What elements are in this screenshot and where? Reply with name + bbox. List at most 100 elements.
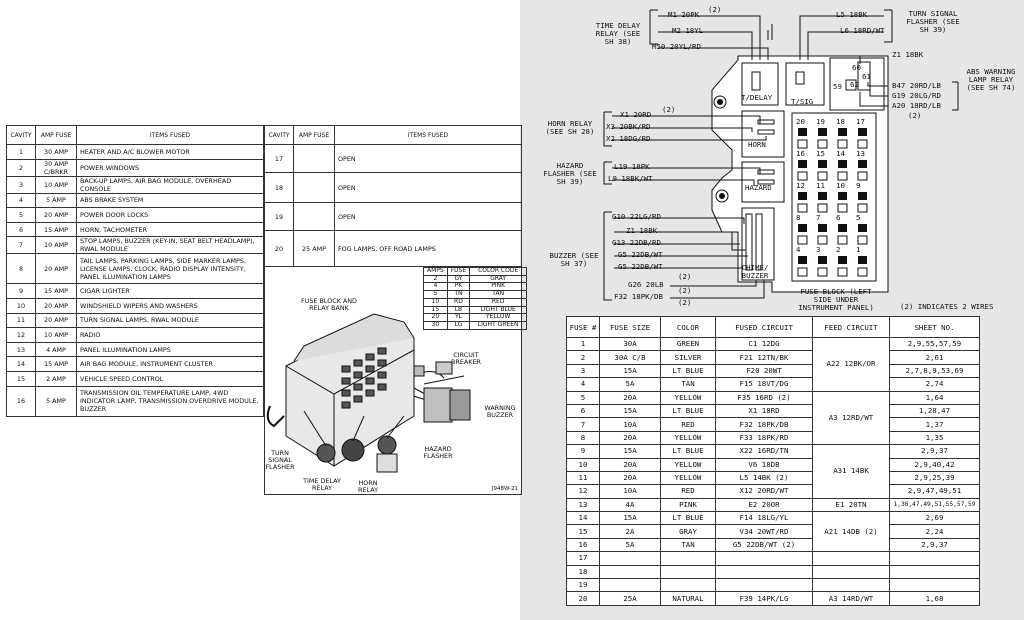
header-items-fused: ITEMS FUSED	[76, 125, 264, 145]
sheet-number: 1,28,47	[889, 403, 980, 419]
items-fused: TRANSMISSION OIL TEMPERATURE LAMP, 4WD I…	[76, 385, 264, 417]
fuse-size-header: FUSE SIZE	[599, 316, 661, 338]
fuse-color: YELLOW	[660, 430, 716, 446]
hazard-flasher-label: HAZARD FLASHER	[423, 445, 453, 460]
items-fused: OPEN	[334, 202, 522, 231]
fuse-number: 18	[566, 564, 600, 580]
fuse-color: LT BLUE	[660, 403, 716, 419]
wire-m1-count: (2)	[708, 5, 722, 14]
sheet-number: 2,9,47,49,51	[889, 484, 980, 499]
wire-x3: X3 20BK/RD	[606, 122, 651, 131]
fuse-number: 11	[566, 470, 600, 486]
wire-f32: F32 18PK/DB	[614, 292, 663, 301]
fuse-number: 14	[566, 511, 600, 526]
feed-circuit	[812, 551, 890, 566]
wire-a20: A20 18RD/LB	[892, 101, 941, 110]
fuse-slot-number: 8	[796, 213, 801, 222]
fuse-number: 12	[566, 484, 600, 499]
fused-circuit: V6 18DB	[715, 457, 813, 472]
fused-circuit: X1 18RD	[715, 403, 813, 419]
fused-circuit: L5 14BK (2)	[715, 470, 813, 486]
fuse-size: 15A	[599, 403, 661, 419]
fuse-number: 8	[566, 430, 600, 446]
fused-circuit: X22 16RD/TN	[715, 444, 813, 459]
warning-buzzer-label: WARNING BUZZER	[484, 404, 516, 419]
fuse-number: 16	[566, 537, 600, 553]
fuse-slot-number: 7	[816, 213, 821, 222]
fused-circuit: F14 18LG/YL	[715, 511, 813, 526]
feed-circuit: A3 12RD/WT	[812, 390, 890, 446]
fuse-block-wiring-diagram	[603, 9, 959, 301]
fused-circuit: F35 16RD (2)	[715, 390, 813, 405]
cavity-number: 3	[6, 175, 36, 194]
slot-label-hazard: HAZARD	[745, 183, 772, 192]
fuse-slot-number: 2	[836, 245, 841, 254]
fused-circuit	[715, 551, 813, 566]
sheet-number: 2,7,8,9,53,69	[889, 363, 980, 379]
fused-circuit: E2 20OR	[715, 497, 813, 513]
fuse-slot-number: 17	[856, 117, 865, 126]
fuse-slot-number: 14	[836, 149, 845, 158]
feed-circuit: E1 20TN	[812, 497, 890, 513]
fused-circuit: F33 18PK/RD	[715, 430, 813, 446]
slot-label-horn: HORN	[748, 140, 766, 149]
fuse-color: RED	[660, 484, 716, 499]
relay-pin-61: 61	[862, 72, 871, 81]
feed-circuit: A3 14RD/WT	[812, 591, 890, 606]
amp-rating: 4 AMP	[35, 341, 77, 358]
fuse-size: 5A	[599, 377, 661, 392]
fuse-color	[660, 551, 716, 566]
amp-rating	[293, 202, 335, 231]
fuse-slot-number: 11	[816, 181, 825, 190]
fused-circuit	[715, 564, 813, 580]
abs-warning-relay-ref: ABS WARNING LAMP RELAY (SEE SH 74)	[966, 67, 1016, 92]
sheet-number: 1,68	[889, 591, 980, 606]
fuse-size: 20A	[599, 457, 661, 472]
cavity-number: 16	[6, 385, 36, 417]
fuse-size: 20A	[599, 470, 661, 486]
amp-rating: 2 AMP	[35, 370, 77, 387]
items-fused: TAIL LAMPS, PARKING LAMPS, SIDE MARKER L…	[76, 253, 264, 285]
wire-x1: X1 20RD	[620, 110, 652, 119]
fuse-size: 15A	[599, 444, 661, 459]
indicates-two-wires-note: (2) INDICATES 2 WIRES	[900, 302, 994, 311]
cavity-number: 14	[6, 356, 36, 372]
amp-rating: 15 AMP	[35, 356, 77, 372]
fuse-color: TAN	[660, 377, 716, 392]
fuse-color: YELLOW	[660, 390, 716, 405]
color-header: COLOR	[660, 316, 716, 338]
fuse-color: LT BLUE	[660, 363, 716, 379]
fuse-size: 20A	[599, 390, 661, 405]
relay-pin-60: 60	[852, 63, 861, 72]
sheet-number	[889, 564, 980, 580]
fuse-color: RED	[660, 417, 716, 432]
fuse-number: 9	[566, 444, 600, 459]
wire-m50: M50 20YL/RD	[652, 42, 701, 51]
color-code-cell: LIGHT GREEN	[469, 320, 528, 330]
wire-g26-count: (2)	[678, 286, 692, 295]
horn-relay-ref: HORN RELAY (SEE SH 28)	[545, 119, 595, 136]
fuse-slot-number: 15	[816, 149, 825, 158]
fuse-color: YELLOW	[660, 470, 716, 486]
cavity-number: 12	[6, 327, 36, 343]
fuse-size: 30A	[599, 336, 661, 352]
fused-circuit: C1 12DG	[715, 336, 813, 352]
sheet-number: 2,9,25,39	[889, 470, 980, 486]
fuse-size: 15A	[599, 511, 661, 526]
fuse-number: 3	[566, 363, 600, 379]
